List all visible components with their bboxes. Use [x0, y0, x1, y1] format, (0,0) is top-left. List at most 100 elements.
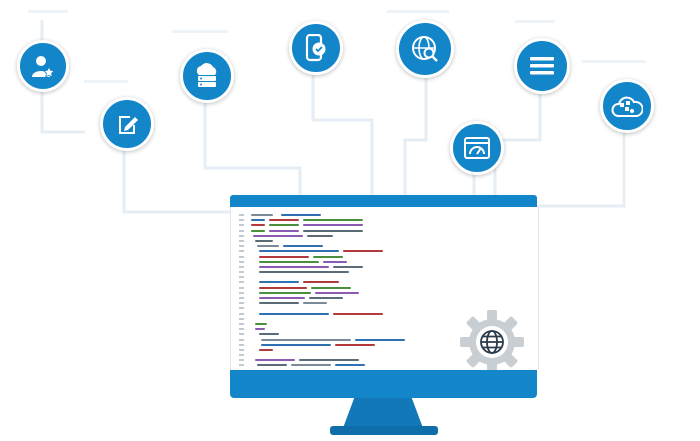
code-token: [257, 364, 287, 367]
line-number: [239, 250, 244, 253]
monitor-base: [330, 426, 438, 435]
code-token: [311, 286, 351, 289]
code-token: [259, 297, 305, 299]
line-number: [239, 359, 244, 362]
code-token: [255, 322, 267, 325]
line-number: [239, 291, 244, 294]
code-line: [239, 229, 449, 233]
code-token: [303, 281, 339, 284]
code-token: [259, 302, 299, 305]
line-number: [239, 219, 244, 222]
code-token: [333, 312, 383, 315]
line-number: [239, 255, 244, 258]
code-token: [303, 219, 363, 222]
code-line: [239, 327, 449, 331]
code-token: [259, 333, 279, 336]
code-line: [239, 369, 449, 370]
code-line: [239, 306, 449, 310]
code-token: [251, 214, 273, 216]
line-number: [239, 343, 244, 346]
code-line: [239, 280, 449, 284]
line-number: [239, 302, 244, 305]
code-line: [239, 265, 449, 269]
code-token: [255, 239, 273, 242]
line-number: [239, 281, 244, 284]
monitor: [230, 195, 539, 398]
code-token: [259, 281, 299, 284]
cloud-social-icon: [600, 79, 654, 133]
code-token: [281, 214, 321, 216]
line-number: [239, 354, 244, 357]
code-token: [251, 229, 265, 232]
code-line: [239, 296, 449, 300]
dashboard-browser-icon: [450, 121, 504, 175]
code-line: [239, 244, 449, 248]
code-token: [343, 250, 383, 253]
code-line: [239, 312, 449, 316]
monitor-top-bezel: [230, 195, 537, 207]
edit-document-icon: [100, 97, 154, 151]
code-token: [283, 245, 323, 248]
code-token: [269, 224, 299, 227]
code-token: [255, 359, 295, 362]
line-number: [239, 297, 244, 299]
caption-bar: [515, 20, 555, 23]
line-number: [239, 260, 244, 263]
code-token: [259, 286, 307, 289]
caption-bar: [84, 80, 128, 83]
code-token: [259, 291, 311, 294]
code-line: [239, 358, 449, 362]
code-token: [251, 224, 265, 227]
line-number: [239, 322, 244, 325]
line-number: [239, 348, 244, 351]
code-token: [333, 265, 363, 268]
code-token: [259, 271, 349, 274]
code-line: [239, 239, 449, 243]
monitor-neck: [343, 398, 423, 428]
line-number: [239, 364, 244, 367]
line-number: [239, 286, 244, 289]
code-line: [239, 317, 449, 321]
code-token: [303, 302, 327, 305]
code-line: [239, 291, 449, 295]
code-line: [239, 255, 449, 259]
line-number: [239, 312, 244, 315]
caption-bar: [387, 10, 449, 13]
code-listing: [239, 213, 449, 370]
line-number: [239, 245, 244, 248]
code-token: [261, 338, 351, 341]
line-number: [239, 317, 244, 320]
code-token: [335, 364, 365, 367]
line-number: [239, 333, 244, 336]
code-line: [239, 249, 449, 253]
line-number: [239, 234, 244, 237]
line-number: [239, 307, 244, 310]
cloud-server-icon: [180, 49, 234, 103]
code-token: [303, 224, 363, 227]
code-line: [239, 348, 449, 352]
caption-bar: [28, 10, 68, 13]
code-token: [259, 312, 329, 315]
code-line: [239, 338, 449, 342]
monitor-screen: [230, 207, 539, 370]
line-number: [239, 229, 244, 232]
code-token: [261, 343, 331, 346]
line-number: [239, 224, 244, 227]
line-number: [239, 328, 244, 331]
line-number: [239, 338, 244, 341]
code-token: [255, 328, 265, 331]
caption-bar: [172, 30, 228, 33]
code-line: [239, 332, 449, 336]
code-token: [313, 255, 343, 258]
code-line: [239, 275, 449, 279]
code-token: [251, 219, 265, 222]
code-token: [259, 250, 339, 253]
code-token: [307, 234, 333, 237]
code-token: [257, 245, 279, 248]
code-token: [315, 291, 359, 294]
caption-bar: [582, 60, 646, 63]
code-token: [309, 297, 343, 299]
code-token: [323, 260, 347, 263]
monitor-bottom-bezel: [230, 370, 537, 398]
line-number: [239, 276, 244, 279]
